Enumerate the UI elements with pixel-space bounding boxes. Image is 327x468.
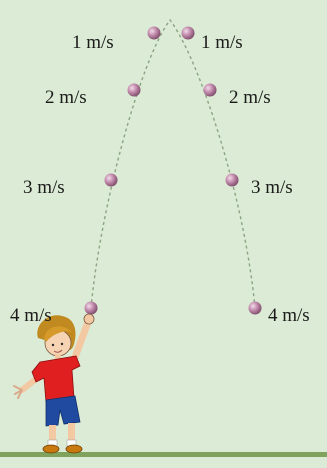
ball-ascent-2: [127, 83, 141, 97]
ground: [0, 452, 327, 458]
speed-label-ascent-3: 3 m/s: [23, 177, 65, 198]
speed-label-ascent-4: 4 m/s: [10, 305, 52, 326]
ball-descent-4: [248, 301, 262, 315]
ball-descent-2: [203, 83, 217, 97]
trajectory-path: [90, 18, 256, 309]
ball-ascent-1: [147, 26, 161, 40]
speed-label-ascent-1: 1 m/s: [72, 32, 114, 53]
child-figure: [13, 313, 95, 454]
ball-descent-1: [181, 26, 195, 40]
speed-label-descent-3: 3 m/s: [251, 177, 293, 198]
ball-ascent-3: [104, 173, 118, 187]
speed-label-descent-4: 4 m/s: [268, 305, 310, 326]
speed-label-descent-2: 2 m/s: [229, 87, 271, 108]
speed-label-descent-1: 1 m/s: [201, 32, 243, 53]
ball-ascent-4: [84, 301, 98, 315]
speed-label-ascent-2: 2 m/s: [45, 87, 87, 108]
ball-descent-3: [225, 173, 239, 187]
